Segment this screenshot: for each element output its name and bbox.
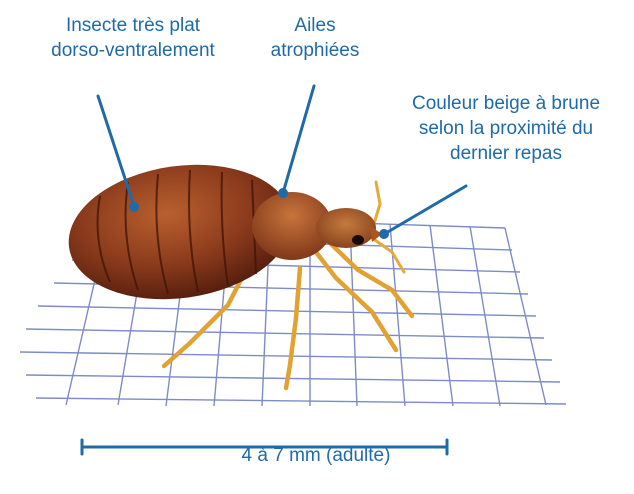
- label-color: Couleur beige à brune selon la proximité…: [380, 91, 632, 166]
- bug-head: [316, 208, 376, 248]
- label-flat-line-2: dorso-ventralement: [8, 38, 258, 63]
- callout-dot-flat: [129, 202, 139, 212]
- bug-antennae: [372, 182, 404, 272]
- scale-label: 4 à 7 mm (adulte): [166, 445, 466, 467]
- bug-eye: [352, 235, 364, 245]
- label-color-line-2: selon la proximité du: [380, 116, 632, 141]
- label-color-line-3: dernier repas: [380, 141, 632, 166]
- label-flat-line-1: Insecte très plat: [8, 13, 258, 38]
- label-wings: Ailes atrophiées: [250, 13, 380, 63]
- label-color-line-1: Couleur beige à brune: [380, 91, 632, 116]
- callout-dot-color: [379, 229, 389, 239]
- label-wings-line-1: Ailes: [250, 13, 380, 38]
- label-flat-body: Insecte très plat dorso-ventralement: [8, 13, 258, 63]
- callout-dot-wings: [278, 188, 288, 198]
- label-wings-line-2: atrophiées: [250, 38, 380, 63]
